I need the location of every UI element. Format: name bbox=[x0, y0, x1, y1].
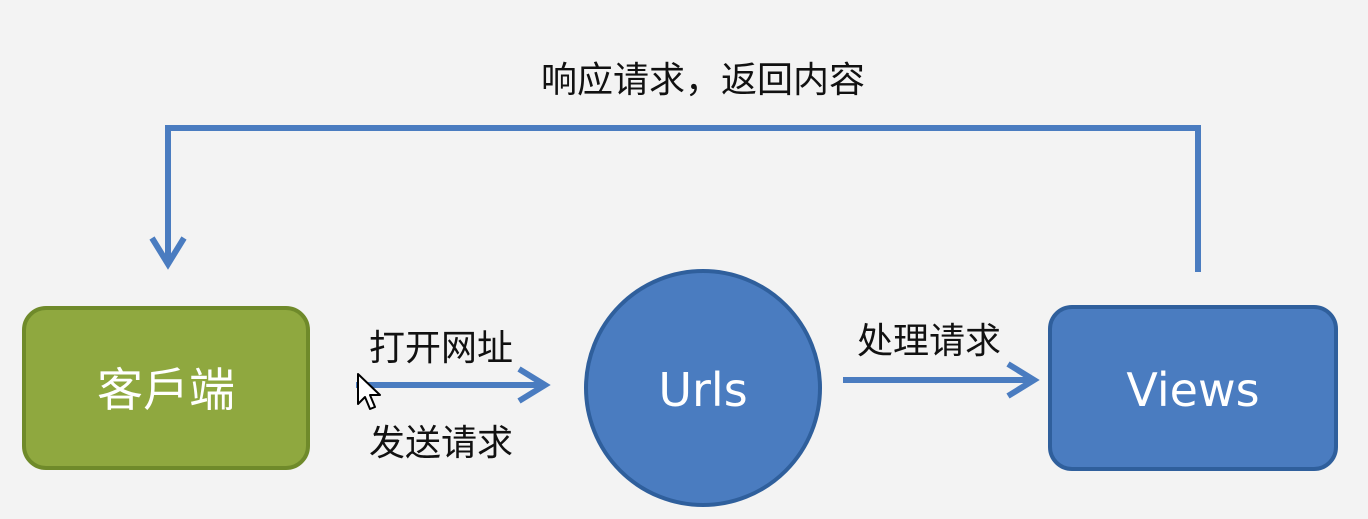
views-node bbox=[1048, 305, 1338, 471]
client-node bbox=[22, 306, 310, 470]
process-label: 处理请求 bbox=[857, 321, 1001, 362]
views-node-label: Views bbox=[1126, 363, 1259, 417]
request-label-top: 打开网址 bbox=[369, 328, 513, 369]
urls-node-label: Urls bbox=[658, 363, 747, 417]
response-label: 响应请求，返回内容 bbox=[541, 60, 865, 101]
urls-node bbox=[584, 269, 822, 507]
client-node-label: 客戶端 bbox=[97, 363, 235, 417]
request-arrowhead bbox=[517, 366, 551, 404]
mouse-cursor-icon bbox=[357, 373, 381, 410]
response-arrowhead bbox=[149, 236, 187, 270]
response-arrow bbox=[165, 125, 1201, 272]
request-label-bottom: 发送请求 bbox=[369, 423, 513, 464]
process-arrowhead bbox=[1006, 361, 1040, 399]
